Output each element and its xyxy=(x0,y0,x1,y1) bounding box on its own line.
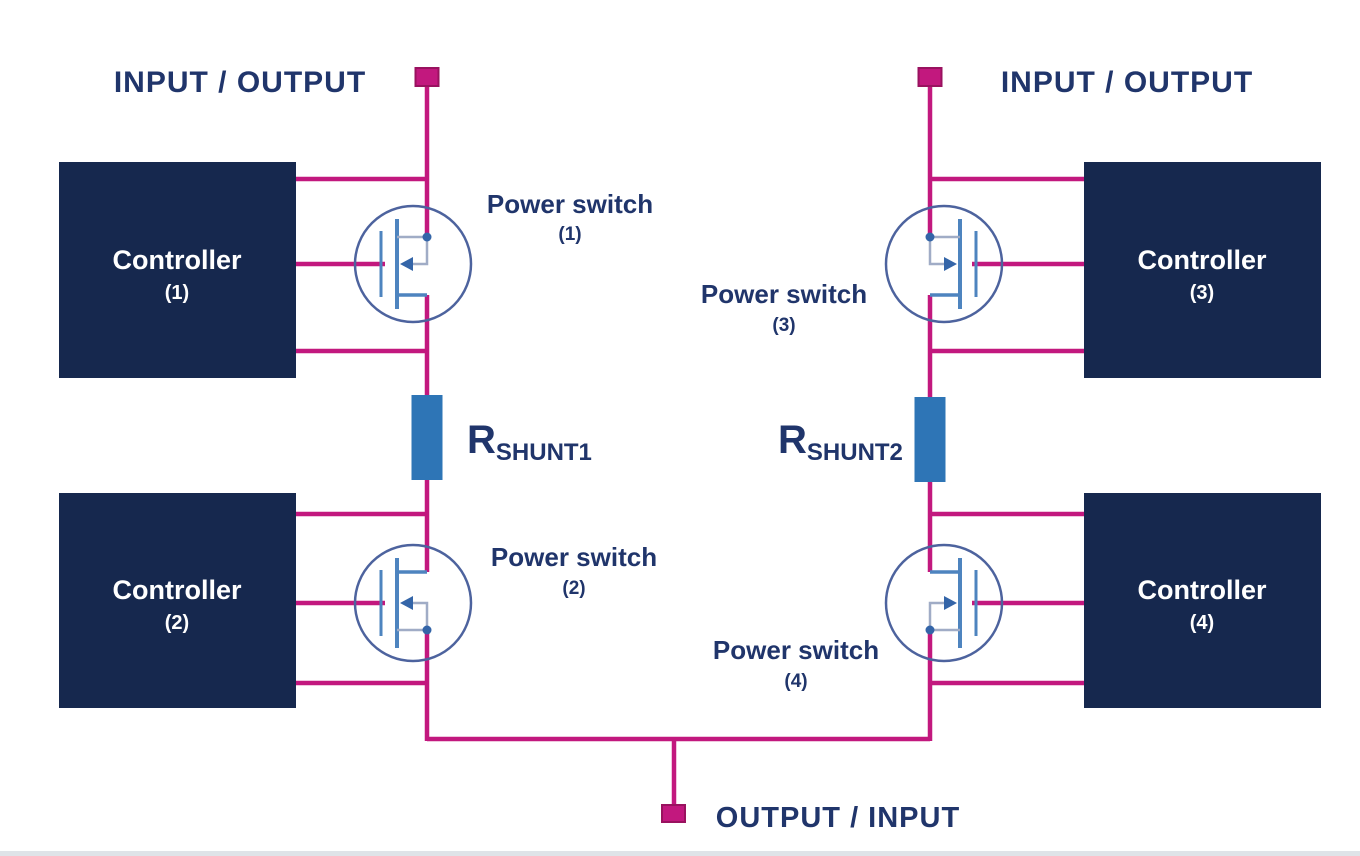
power-switch-2-number: (2) xyxy=(562,578,585,599)
power-switch-1-label: Power switch xyxy=(487,189,653,219)
power-switch-1-number: (1) xyxy=(558,224,581,245)
controller-4-number: (4) xyxy=(1190,612,1214,634)
shunt-resistor-1-label: RSHUNT1 xyxy=(467,418,592,466)
controller-3-box xyxy=(1084,162,1321,378)
controller-1-number: (1) xyxy=(165,282,189,304)
controller-3-label: Controller xyxy=(1137,245,1266,275)
shunt-resistor-2 xyxy=(914,397,946,482)
controller-4-label: Controller xyxy=(1137,575,1266,605)
controller-2-number: (2) xyxy=(165,612,189,634)
power-switch-4-number: (4) xyxy=(784,671,807,692)
controller-3-number: (3) xyxy=(1190,282,1214,304)
power-switch-2-label: Power switch xyxy=(491,542,657,572)
shunt-2-subscript: SHUNT2 xyxy=(807,439,903,466)
shunt-resistor-1 xyxy=(411,395,443,480)
label-output-input-bottom: OUTPUT / INPUT xyxy=(716,802,960,834)
shunt-resistor-2-label: RSHUNT2 xyxy=(778,418,903,466)
controller-1-box xyxy=(59,162,296,378)
shunt-2-symbol: R xyxy=(778,418,807,462)
power-switch-3-label: Power switch xyxy=(701,279,867,309)
bottom-edge-strip xyxy=(0,851,1360,856)
controller-4-box xyxy=(1084,493,1321,708)
controller-2-box xyxy=(59,493,296,708)
controller-1-label: Controller xyxy=(112,245,241,275)
label-input-output-right: INPUT / OUTPUT xyxy=(1001,66,1253,99)
power-switch-3-number: (3) xyxy=(772,315,795,336)
shunt-1-subscript: SHUNT1 xyxy=(496,439,592,466)
io-terminal-bottom xyxy=(661,804,686,823)
wiring xyxy=(296,77,1084,807)
power-switch-4-label: Power switch xyxy=(713,635,879,665)
controller-2-label: Controller xyxy=(112,575,241,605)
io-terminal-top-left xyxy=(414,67,440,87)
label-input-output-left: INPUT / OUTPUT xyxy=(114,66,366,99)
io-terminal-top-right xyxy=(917,67,943,87)
shunt-1-symbol: R xyxy=(467,418,496,462)
